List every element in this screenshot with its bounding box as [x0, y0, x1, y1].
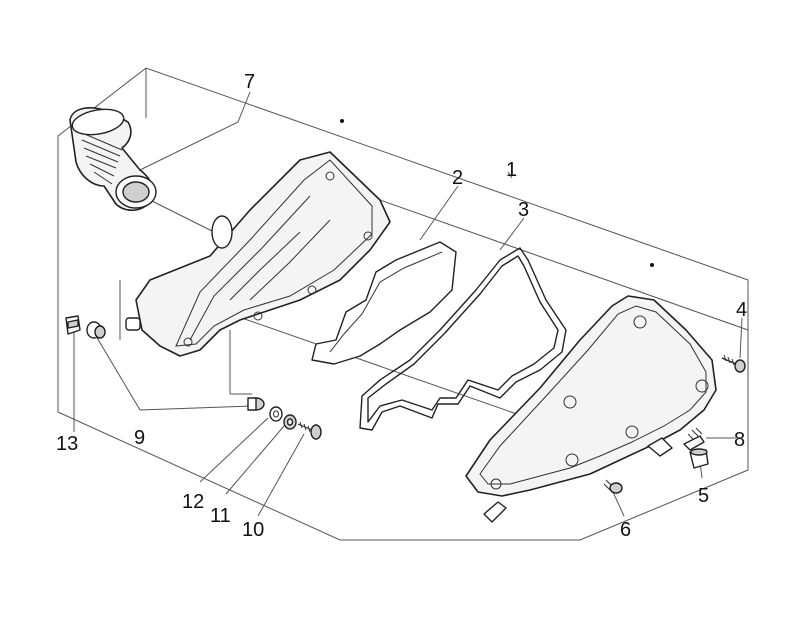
callout-10: 10 [242, 519, 264, 541]
callout-6: 6 [620, 519, 631, 541]
callout-4: 4 [736, 299, 747, 321]
clip-13 [65, 315, 81, 335]
callout-12: 12 [182, 491, 204, 513]
callout-1: 1 [506, 159, 517, 181]
callout-5: 5 [698, 485, 709, 507]
callout-11: 11 [210, 505, 231, 527]
washer-11 [283, 414, 297, 430]
screw-10 [297, 421, 322, 440]
screw-4 [721, 354, 746, 373]
air-filter-cover [465, 263, 717, 523]
callout-7: 7 [244, 71, 255, 93]
spacer-9 [247, 397, 265, 411]
grommet-9 [86, 321, 106, 339]
locator-dot-left [340, 119, 344, 123]
callout-2: 2 [452, 167, 463, 189]
washer-12 [269, 406, 283, 422]
drain-cap-5 [689, 448, 709, 469]
callout-8: 8 [734, 429, 745, 451]
air-filter-element [311, 241, 457, 365]
cover-gasket [359, 247, 567, 431]
locator-dot-right [650, 263, 654, 267]
intake-duct [69, 107, 157, 211]
callout-3: 3 [518, 199, 529, 221]
screw-6 [603, 479, 623, 494]
air-filter-box-body [125, 119, 391, 357]
callout-9: 9 [134, 427, 145, 449]
callout-13: 13 [56, 433, 78, 455]
spring-clamp-8 [683, 427, 705, 451]
